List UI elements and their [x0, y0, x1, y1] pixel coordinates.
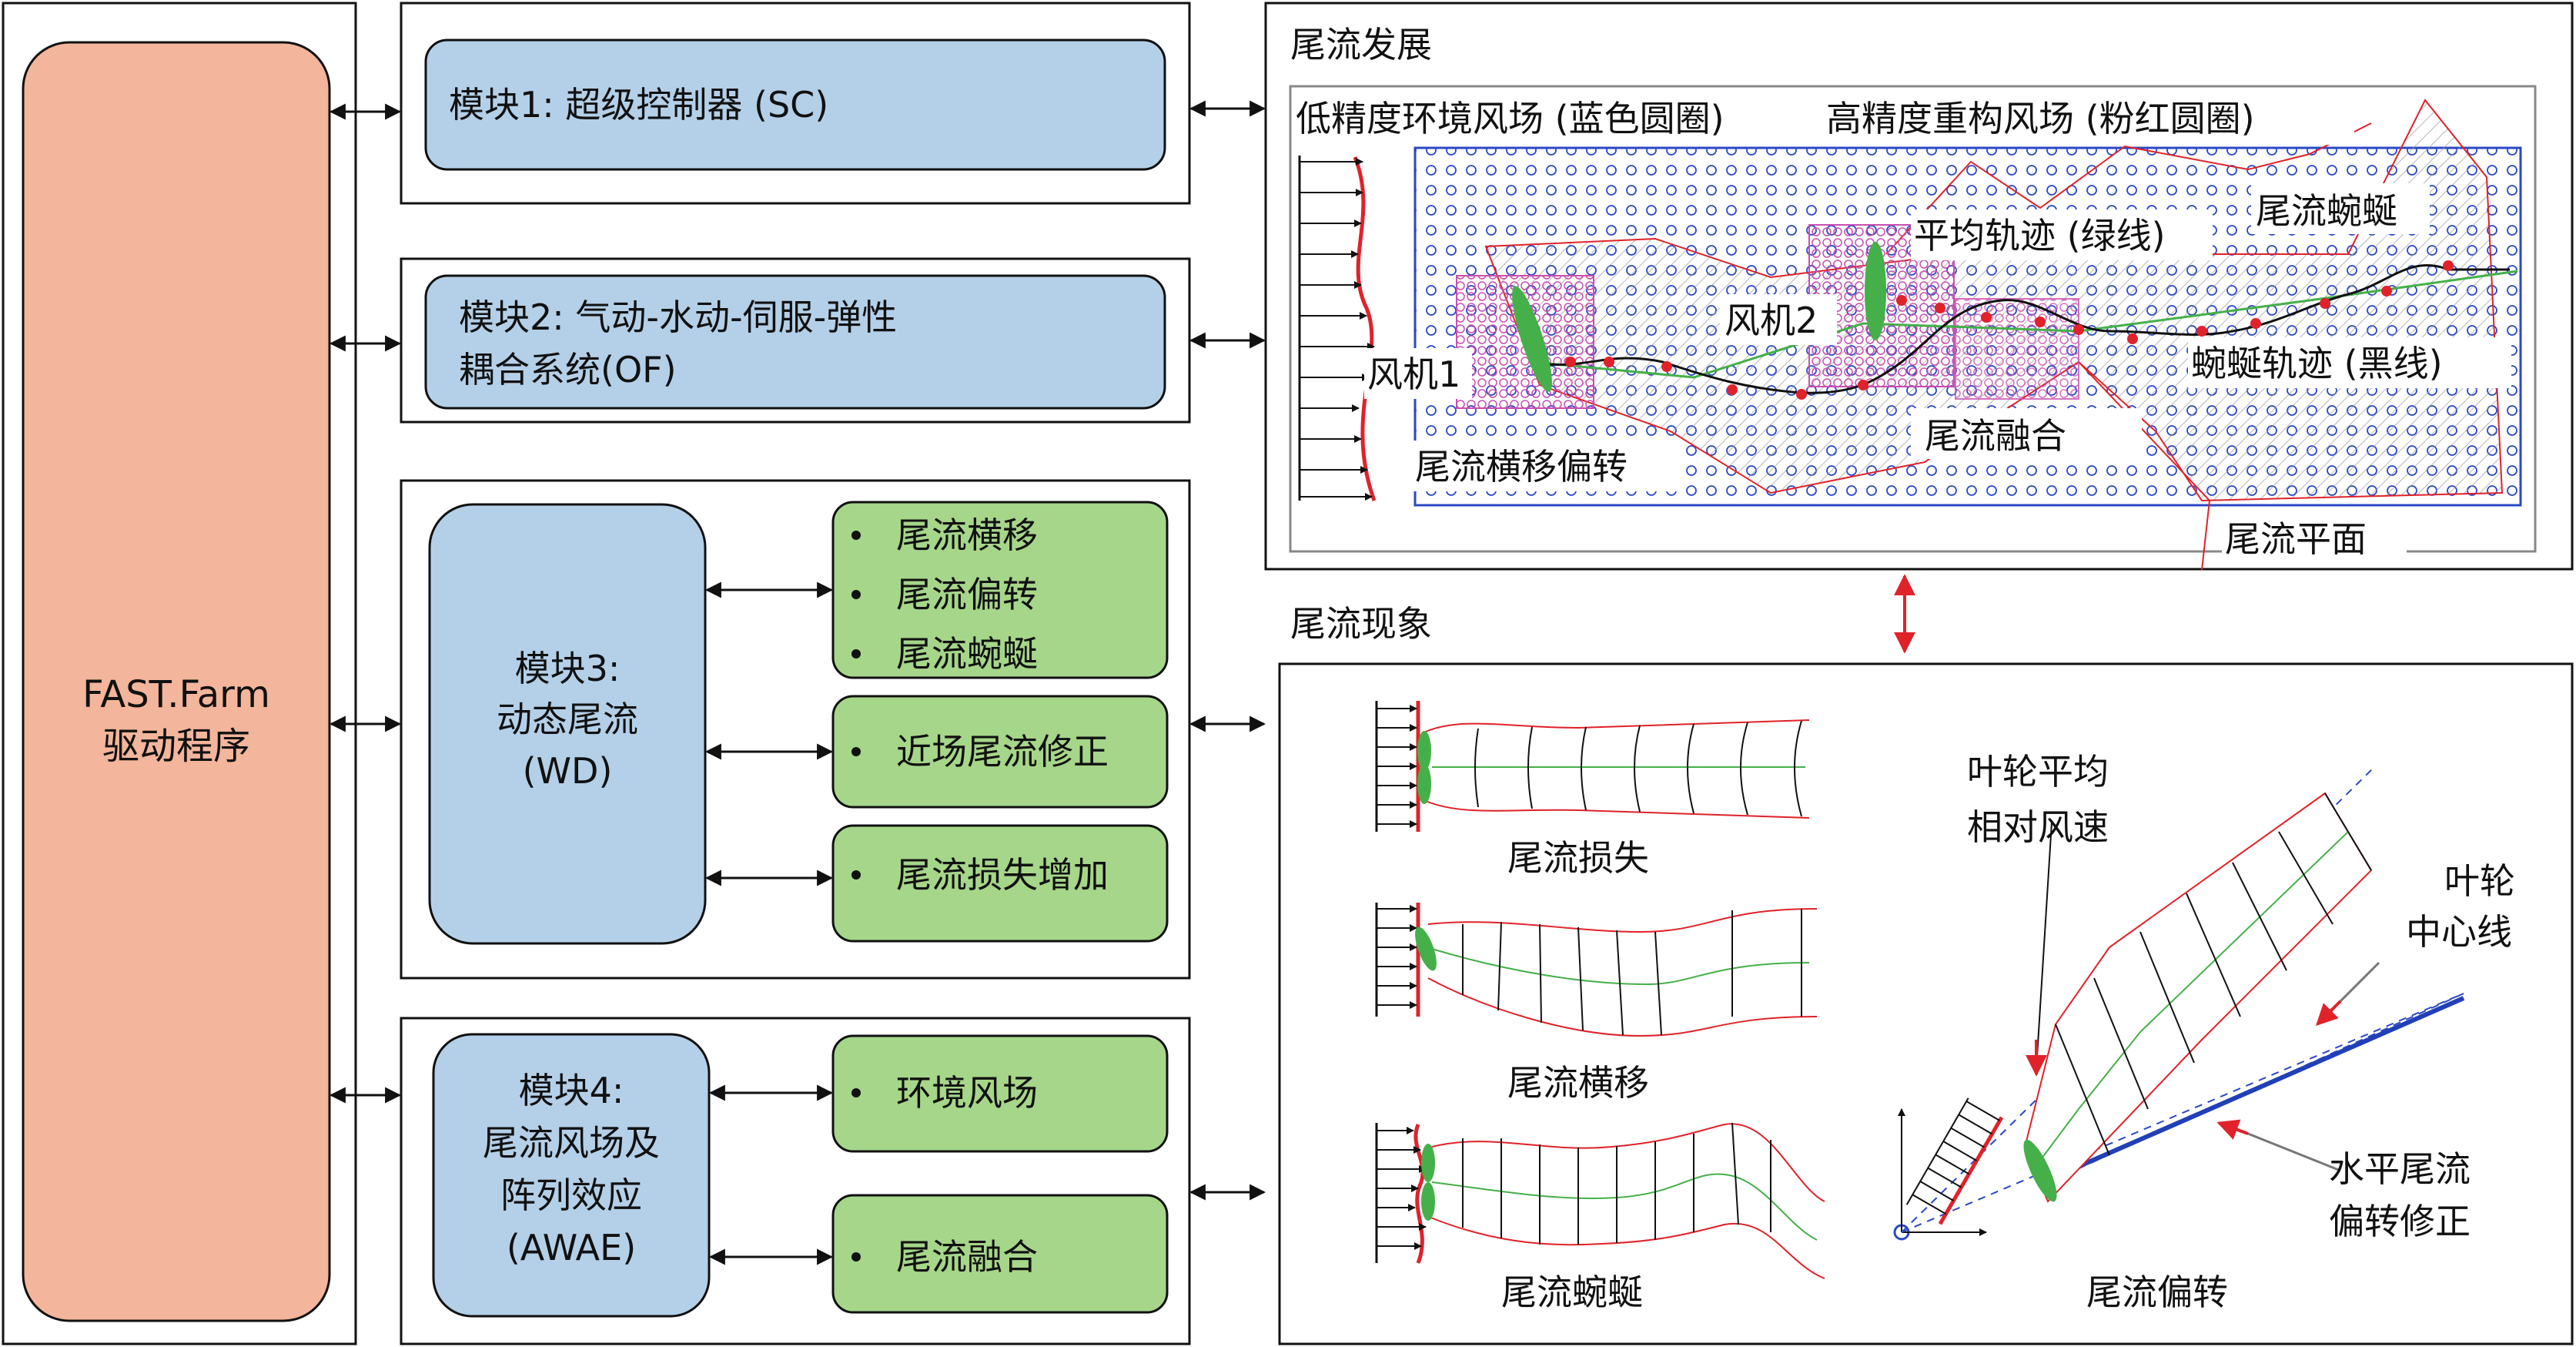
inflow-profile — [1298, 156, 1377, 501]
wake-meander-label: 尾流蜿蜒 — [2256, 190, 2397, 232]
wake-merge-label: 尾流融合 — [1925, 415, 2066, 457]
wake-shift-label: 尾流横移 — [1507, 1062, 1649, 1104]
module1-label: 模块1: 超级控制器 (SC) — [449, 84, 828, 126]
wake-deflection-label: 尾流偏转 — [2086, 1272, 2228, 1313]
correction-label-line2: 偏转修正 — [2329, 1201, 2471, 1242]
rotor-center-label-line2: 中心线 — [2406, 911, 2512, 953]
driver-module-arrows — [329, 100, 1266, 1265]
rotor-speed-label-line1: 叶轮平均 — [1967, 751, 2109, 792]
rotor-centerline — [2046, 996, 2465, 1182]
module3-label-line3: (WD) — [523, 750, 613, 792]
module4-label-line1: 模块4: — [519, 1070, 624, 1111]
bullet-icon — [851, 747, 861, 756]
module3-item-lateral: 尾流横移 — [896, 514, 1038, 556]
module4-label-line4: (AWAE) — [507, 1227, 636, 1268]
bullet-icon — [851, 1088, 861, 1097]
wake-plane-points — [1565, 260, 2454, 400]
module2-label-line1: 模块2: 气动-水动-伺服-弹性 — [459, 297, 897, 338]
low-res-field-label: 低精度环境风场 (蓝色圆圈) — [1296, 98, 1725, 139]
module3-label-line1: 模块3: — [515, 648, 621, 689]
bullet-icon — [851, 870, 861, 880]
bullet-icon — [851, 1252, 861, 1262]
module2-label-line2: 耦合系统(OF) — [459, 349, 677, 390]
correction-label-line1: 水平尾流 — [2329, 1148, 2471, 1190]
bullet-icon — [851, 590, 861, 599]
wake-meander-diagram — [1375, 1122, 1825, 1279]
module4-box[interactable] — [432, 1033, 711, 1318]
wake-plane-label: 尾流平面 — [2225, 518, 2367, 560]
module1-box[interactable] — [424, 39, 1166, 171]
module4-item-merge-label: 尾流融合 — [896, 1236, 1038, 1278]
module4-label-line2: 尾流风场及 — [483, 1122, 660, 1164]
module4-item-ambient-label: 环境风场 — [896, 1072, 1038, 1114]
turbine1-rotor — [1512, 286, 1552, 392]
module3-item-wakeloss-label: 尾流损失增加 — [896, 854, 1109, 896]
driver-subtitle: 驱动程序 — [102, 725, 250, 768]
module3-item-meander: 尾流蜿蜒 — [896, 633, 1038, 675]
module3-item-deflection: 尾流偏转 — [896, 574, 1038, 615]
turbine1-label: 风机1 — [1367, 354, 1460, 395]
high-res-field-label: 高精度重构风场 (粉红圆圈) — [1826, 98, 2255, 139]
wake-development-title: 尾流发展 — [1290, 24, 1432, 65]
module2-box[interactable] — [424, 274, 1166, 410]
wake-phenomena-title: 尾流现象 — [1290, 603, 1432, 645]
bullet-icon — [851, 531, 861, 540]
wake-loss-diagram — [1375, 701, 1810, 832]
driver-box[interactable] — [22, 41, 331, 1322]
turbine2-rotor — [1865, 242, 1886, 340]
turbine2-label: 风机2 — [1725, 300, 1818, 341]
lateral-deflect-label: 尾流横移偏转 — [1415, 446, 1628, 488]
wake-loss-label: 尾流损失 — [1507, 837, 1649, 879]
rotor-speed-label-line2: 相对风速 — [1967, 806, 2109, 848]
driver-title: FAST.Farm — [82, 673, 270, 716]
mean-trajectory-label: 平均轨迹 (绿线) — [1914, 215, 2166, 256]
module4-label-line3: 阵列效应 — [500, 1174, 642, 1216]
rotor-center-label-line1: 叶轮 — [2444, 860, 2515, 902]
wake-shift-diagram — [1375, 903, 1818, 1037]
meander-track-label: 蜿蜒轨迹 (黑线) — [2191, 343, 2443, 384]
bullet-icon — [851, 649, 861, 658]
module3-box[interactable] — [428, 503, 707, 945]
wake-meander-label: 尾流蜿蜒 — [1501, 1272, 1643, 1313]
wake-phenomena-panel — [1278, 662, 2574, 1345]
module3-label-line2: 动态尾流 — [497, 699, 638, 740]
module3-item-nearwake-label: 近场尾流修正 — [896, 731, 1109, 772]
wake-deflection-diagram — [1893, 766, 2465, 1241]
